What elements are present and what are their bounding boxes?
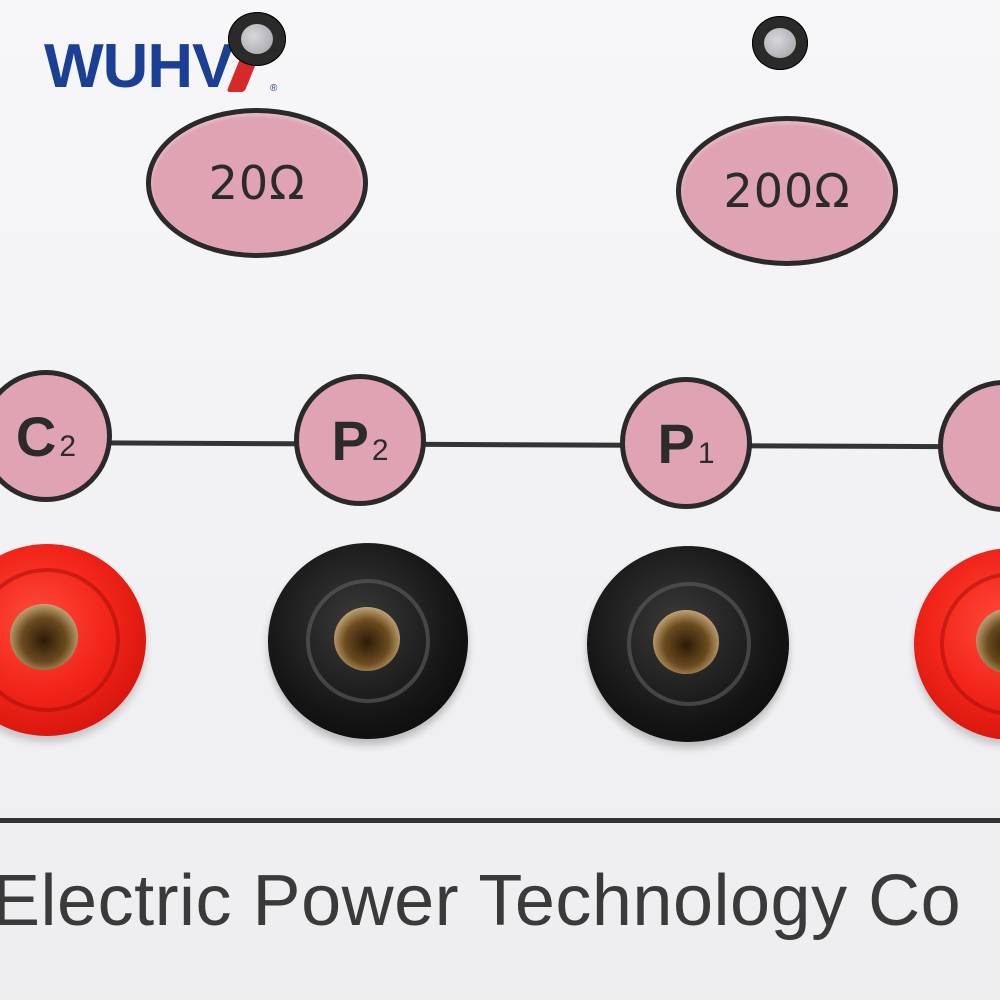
- range-button-label: 200Ω: [723, 164, 851, 218]
- terminal-connection-line: [0, 440, 1000, 450]
- binding-post-p2[interactable]: [268, 543, 468, 739]
- terminal-letter: C: [15, 404, 57, 468]
- range-button-label: 20Ω: [208, 156, 306, 210]
- terminal-letter: C: [999, 414, 1000, 479]
- terminal-label-c1: C: [938, 380, 1000, 512]
- terminal-subscript: 2: [371, 433, 389, 467]
- binding-post-c2[interactable]: [0, 544, 146, 736]
- range-button-200ohm[interactable]: 200Ω: [676, 116, 898, 266]
- registered-mark: ®: [270, 83, 278, 94]
- range-button-20ohm[interactable]: 20Ω: [146, 108, 368, 258]
- binding-post-p1[interactable]: [587, 546, 789, 742]
- brand-logo: WUHV ®: [44, 36, 277, 98]
- terminal-letter: P: [657, 411, 695, 475]
- terminal-subscript: 1: [697, 436, 715, 470]
- terminal-letter: P: [331, 408, 369, 472]
- logo-text: WUHV: [44, 32, 234, 101]
- company-name: Electric Power Technology Co: [0, 861, 962, 941]
- indicator-lamp-200ohm: [752, 16, 808, 70]
- terminal-subscript: 2: [59, 429, 77, 463]
- panel-divider: [0, 818, 1000, 823]
- indicator-lamp-20ohm: [228, 12, 286, 66]
- binding-post-c1[interactable]: [914, 548, 1000, 740]
